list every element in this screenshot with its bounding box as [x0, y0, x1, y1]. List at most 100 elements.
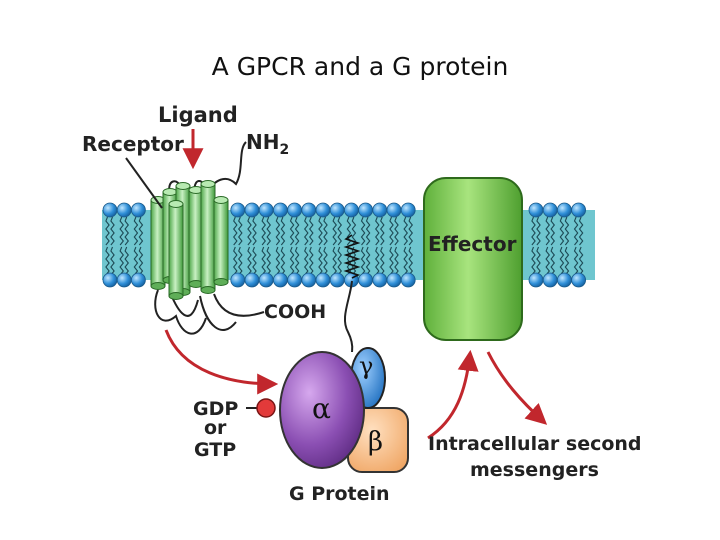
lipid-tails [105, 216, 584, 276]
tether [343, 280, 354, 353]
lipid-tail [261, 246, 267, 276]
lipid-tail [351, 216, 357, 246]
gdp-gtp-dot [256, 398, 276, 418]
lipid-tail [578, 246, 584, 276]
page-title: A GPCR and a G protein [211, 52, 509, 81]
lipid-head [386, 202, 402, 218]
lipid-tail [550, 216, 556, 246]
lipid-tail [564, 246, 570, 276]
receptor-to-gprotein-arrow [164, 329, 279, 395]
lipid-tail [294, 216, 300, 246]
lipid-head [244, 272, 260, 288]
label-gtp: GTP [194, 439, 236, 461]
lipid-tail [323, 246, 328, 276]
lipid-tail [280, 246, 286, 276]
label-messengers-line1: Intracellular second [428, 433, 642, 455]
lipid-tail [360, 246, 366, 276]
lipid-tail [408, 216, 414, 246]
lipid-tail [536, 216, 541, 246]
lipid-head [130, 202, 146, 218]
receptor-helix-top [200, 180, 216, 188]
lipid-head [571, 202, 586, 218]
arrows [164, 129, 548, 440]
lipid-tail [247, 216, 252, 246]
lipid-head [315, 202, 331, 218]
lipid-head [542, 272, 558, 288]
lipid-tail [379, 216, 385, 246]
lipid-tail [403, 246, 409, 276]
lipid-tail [138, 246, 144, 276]
lipid-tail [275, 216, 281, 246]
lipid-tail [275, 246, 281, 276]
lipid-head [557, 272, 572, 288]
lipid-head [301, 272, 317, 288]
lipid-tail [573, 246, 579, 276]
lipid-tail [289, 246, 295, 276]
receptor-helix-top [213, 196, 229, 204]
lipid-tail [332, 216, 338, 246]
lipid-tail [394, 216, 399, 246]
lipid-head [230, 202, 246, 218]
lipid-tail [237, 246, 243, 276]
lipid-head [102, 272, 118, 288]
lipid-tail [365, 216, 371, 246]
lipid-head [358, 272, 374, 288]
label-messengers-line2: messengers [470, 459, 599, 481]
lipid-head [372, 202, 388, 218]
lipid-head [287, 202, 303, 218]
label-effector: Effector [428, 232, 517, 256]
lipid-tail [564, 216, 570, 246]
lipid-tail [261, 216, 267, 246]
lipid-tail [105, 216, 110, 246]
gprotein-to-effector-arrow [427, 349, 479, 440]
lipid-tail [403, 216, 409, 246]
lipid-tail [252, 246, 257, 276]
receptor-helix-bottom [200, 286, 216, 294]
lipid-head [258, 202, 274, 218]
lipid-anchor [343, 234, 361, 279]
lipid-tail [133, 216, 139, 246]
lipid-tail [379, 246, 385, 276]
receptor-helix [168, 203, 184, 297]
lipid-tail [550, 246, 556, 276]
lipid-tail [408, 246, 414, 276]
receptor-helix [200, 183, 216, 291]
lipid-head [258, 272, 274, 288]
lipid-tail [545, 216, 551, 246]
receptor-helix-top [162, 188, 178, 196]
lipid-head [102, 202, 118, 218]
lipid-tail [232, 246, 238, 276]
lipid-tail [545, 246, 551, 276]
lipid-tail [232, 216, 238, 246]
label-gamma: γ [359, 352, 373, 380]
lipid-tail [337, 246, 343, 276]
lipid-head [272, 272, 288, 288]
lipid-head [358, 202, 374, 218]
lipid-head [244, 202, 260, 218]
lipid-tail [573, 216, 579, 246]
lipid-tail [360, 216, 366, 246]
lipid-head [542, 202, 558, 218]
receptor-helix [213, 199, 229, 283]
lipid-tail [318, 246, 323, 276]
lipid-tail [559, 246, 565, 276]
lipid-head [287, 272, 303, 288]
lipid-tail [374, 216, 380, 246]
lipid-tail [252, 216, 257, 246]
lipid-tail [280, 216, 286, 246]
lipid-head [571, 272, 586, 288]
label-ligand: Ligand [158, 103, 238, 127]
lipid-tail [124, 246, 130, 276]
lipid-tail [266, 246, 272, 276]
effector [423, 177, 523, 341]
label-receptor: Receptor [82, 132, 184, 156]
lipid-tail [119, 246, 125, 276]
receptor-pointer [125, 157, 163, 209]
lipid-tail [124, 216, 130, 246]
lipid-tail [559, 216, 565, 246]
lipid-tail [308, 216, 314, 246]
receptor-helix-bottom [150, 282, 166, 290]
lipid-head [329, 202, 345, 218]
lipid-heads-outer [102, 202, 586, 218]
